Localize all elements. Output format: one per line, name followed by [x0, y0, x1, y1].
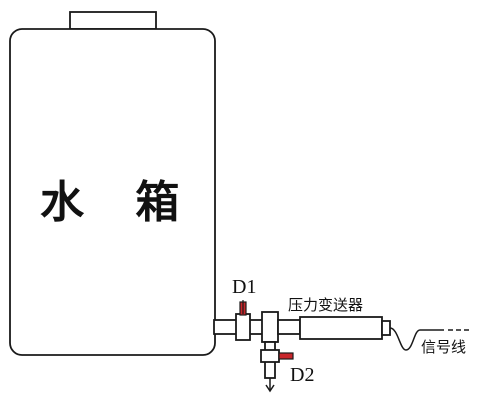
pressure-transmitter: [299, 316, 383, 340]
valve-d1-body: [235, 313, 251, 341]
signal-line-label: 信号线: [421, 338, 467, 356]
signal-cable: [389, 327, 444, 351]
transmitter-pipe: [277, 319, 301, 335]
water-tank: [9, 28, 216, 356]
valve-d1-label: D1: [232, 276, 257, 298]
tee-fitting: [261, 311, 279, 343]
transmitter-connector: [381, 320, 391, 336]
tank-label: 水 箱: [40, 177, 198, 228]
valve-d2-body: [260, 349, 280, 363]
valve-d2-label: D2: [290, 364, 315, 386]
pressure-transmitter-label: 压力变送器: [288, 296, 364, 314]
tank-cap: [69, 11, 157, 30]
valve-d2-handle: [278, 352, 294, 360]
